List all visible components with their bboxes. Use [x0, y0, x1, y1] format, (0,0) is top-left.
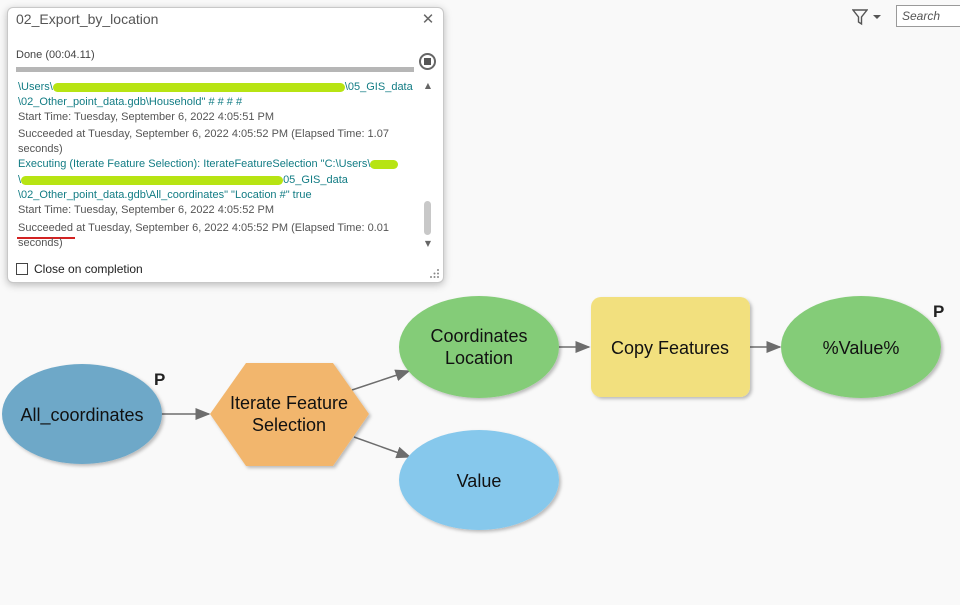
parameter-marker-input: P — [154, 370, 165, 389]
node-value-label: Value — [457, 471, 502, 491]
parameter-marker-output: P — [933, 302, 944, 321]
log-line: \02_Other_point_data.gdb\Household" # # … — [18, 96, 243, 108]
log-scrollbar[interactable]: ▲ ▼ — [421, 79, 435, 251]
log-line: seconds) — [18, 143, 63, 155]
search-input[interactable]: Search — [896, 5, 960, 27]
node-iterate-label-line2: Selection — [252, 415, 326, 435]
resize-grip-icon[interactable] — [430, 269, 440, 279]
node-value-output-label: %Value% — [823, 338, 900, 358]
redaction-mark — [21, 175, 284, 185]
scroll-up-icon[interactable]: ▲ — [424, 81, 432, 90]
log-line: \05_GIS_data — [18, 174, 348, 186]
log-line: Succeeded at Tuesday, September 6, 2022 … — [18, 128, 389, 140]
close-icon[interactable]: ✕ — [421, 10, 435, 28]
status-text: Done (00:04.11) — [16, 49, 95, 61]
redaction-mark — [52, 82, 345, 92]
connector-iterate-to-coordinates — [351, 369, 411, 391]
scrollbar-thumb[interactable] — [424, 201, 431, 235]
log-line: seconds) — [18, 237, 63, 249]
dialog-title: 02_Export_by_location — [16, 11, 159, 27]
chevron-down-icon — [873, 15, 881, 19]
filter-button[interactable] — [852, 6, 890, 28]
log-line: Executing (Iterate Feature Selection): I… — [18, 157, 399, 172]
close-on-completion-label: Close on completion — [34, 262, 143, 276]
node-coordinates-label-line1: Coordinates — [430, 326, 527, 346]
progress-dialog: 02_Export_by_location ✕ Done (00:04.11) … — [7, 7, 444, 283]
node-coordinates-location[interactable]: Coordinates Location — [399, 296, 559, 398]
node-value[interactable]: Value — [399, 430, 559, 530]
connector-iterate-to-value — [353, 436, 412, 459]
scroll-down-icon[interactable]: ▼ — [424, 239, 432, 248]
node-copy-features-label: Copy Features — [611, 338, 729, 358]
log-line: Succeeded at Tuesday, September 6, 2022 … — [17, 221, 389, 239]
stop-button[interactable] — [419, 53, 436, 70]
log-line: Start Time: Tuesday, September 6, 2022 4… — [18, 111, 274, 123]
node-value-output[interactable]: %Value% — [781, 296, 941, 398]
node-iterate-feature-selection[interactable]: Iterate Feature Selection — [210, 363, 369, 466]
close-on-completion-row[interactable]: Close on completion — [16, 262, 143, 276]
node-all-coordinates-label: All_coordinates — [20, 405, 143, 426]
node-iterate-label-line1: Iterate Feature — [230, 393, 348, 413]
red-underline-annotation — [17, 237, 76, 239]
node-coordinates-label-line2: Location — [445, 348, 513, 368]
redaction-mark — [370, 159, 399, 169]
node-copy-features[interactable]: Copy Features — [591, 297, 750, 397]
node-all-coordinates[interactable]: All_coordinates — [2, 364, 162, 464]
progress-fill — [16, 67, 414, 72]
log-line: Start Time: Tuesday, September 6, 2022 4… — [18, 204, 274, 216]
log-line: \Users\\05_GIS_data — [18, 81, 413, 93]
progress-bar — [16, 67, 414, 72]
log-line: \02_Other_point_data.gdb\All_coordinates… — [18, 189, 312, 201]
filter-icon — [852, 9, 868, 26]
stop-icon — [424, 58, 431, 65]
close-on-completion-checkbox[interactable] — [16, 263, 28, 275]
message-log[interactable]: \Users\\05_GIS_data \02_Other_point_data… — [16, 79, 416, 251]
